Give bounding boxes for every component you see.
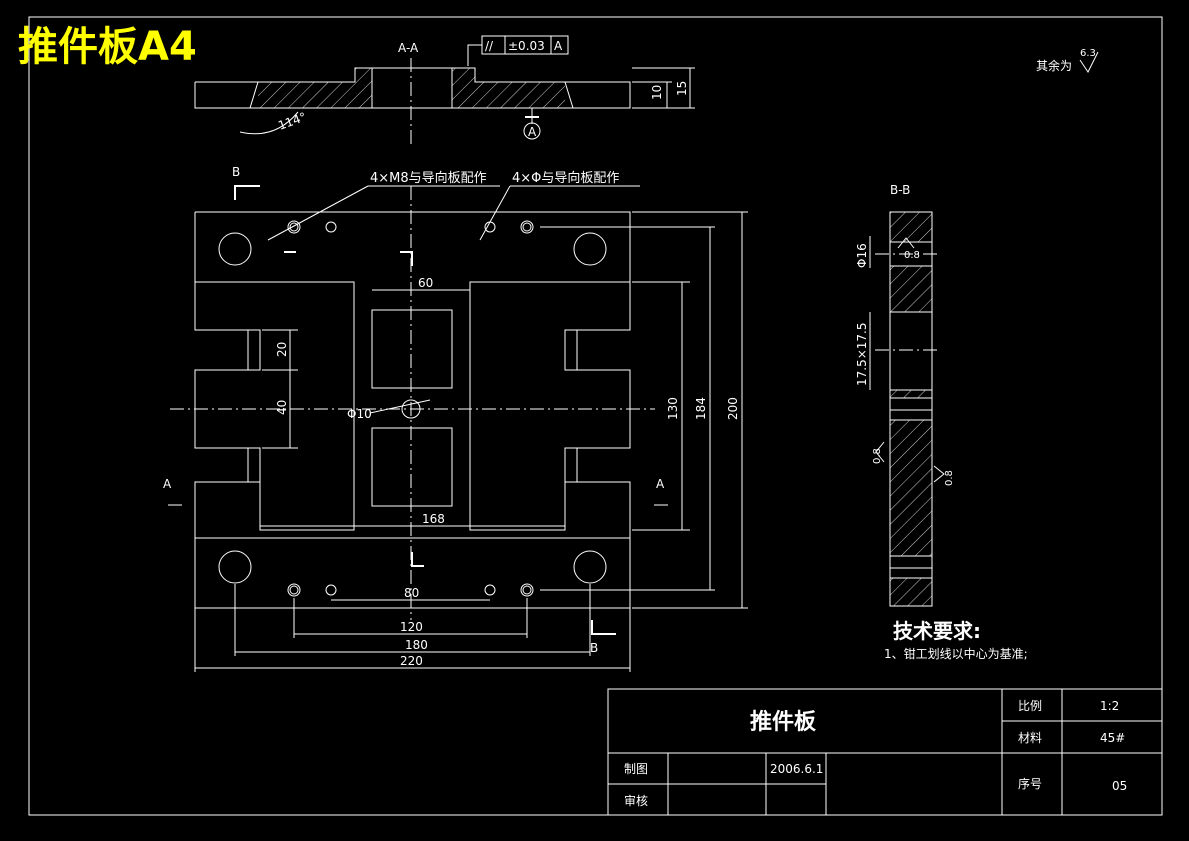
dim-80: 80: [404, 586, 419, 600]
scale-label: 比例: [1018, 699, 1042, 713]
callout-holes: 4×Φ与导向板配作: [512, 170, 619, 186]
dim-60: 60: [418, 276, 433, 290]
tol-datum: A: [554, 39, 563, 53]
dim-angle: 114°: [276, 110, 308, 133]
dim-20: 20: [275, 342, 289, 357]
surface-value: 6.3: [1080, 48, 1096, 59]
dim-130: 130: [666, 397, 680, 420]
section-mark-a-left: A: [163, 477, 172, 491]
section-mark-b-top: B: [232, 165, 240, 179]
dim-120: 120: [400, 620, 423, 634]
tol-symbol: //: [485, 39, 494, 53]
dim-phi16: Φ16: [855, 243, 869, 268]
material-label: 材料: [1018, 731, 1042, 745]
scale-value: 1:2: [1100, 699, 1119, 713]
section-mark-b-bottom: B: [590, 641, 598, 655]
requirements-item1: 1、钳工划线以中心为基准;: [884, 646, 1028, 661]
sheet-title: 推件板A4: [18, 24, 197, 70]
tol-value: ±0.03: [508, 39, 545, 53]
callout-tapped: 4×M8与导向板配作: [370, 170, 487, 186]
datum-a: A: [528, 125, 537, 139]
surface-bb-right: 0.8: [944, 470, 955, 486]
dim-h15: 15: [675, 81, 689, 96]
sheet-border: [28, 16, 1163, 816]
dim-phi10: Φ10: [347, 407, 372, 421]
dim-200: 200: [726, 397, 740, 420]
dim-slot: 17.5×17.5: [855, 323, 869, 387]
plan-view: Φ10 4×M8与导向板配作 4×Φ与导向板配作 B B A A: [163, 165, 748, 672]
dim-184: 184: [694, 397, 708, 420]
dim-180: 180: [405, 638, 428, 652]
section-bb-label: B-B: [890, 183, 910, 197]
requirements-heading: 技术要求:: [893, 619, 981, 643]
number-value: 05: [1112, 779, 1127, 793]
section-mark-a-right: A: [656, 477, 665, 491]
material-value: 45#: [1100, 731, 1125, 745]
drawn-date: 2006.6.1: [770, 762, 823, 776]
dim-h10: 10: [650, 85, 664, 100]
section-bb-view: B-B Φ16 17.5×17.5 0.8 0.8 0.8: [855, 183, 955, 607]
title-block: 推件板 比例 1:2 材料 45# 制图 2006.6.1 审核 序号 05: [607, 688, 1163, 816]
dim-168: 168: [422, 512, 445, 526]
part-name: 推件板: [750, 710, 817, 735]
surface-note: 其余为: [1036, 58, 1072, 73]
section-aa-label: A-A: [398, 41, 419, 55]
checked-label: 审核: [624, 793, 648, 808]
surface-bb-left: 0.8: [872, 448, 883, 464]
dim-220: 220: [400, 654, 423, 668]
drawn-label: 制图: [624, 762, 648, 776]
number-label: 序号: [1018, 776, 1042, 791]
section-aa-view: A-A 114° 10 15 // ±0.03 A A: [194, 35, 695, 145]
surface-bb-top: 0.8: [904, 250, 920, 261]
dim-40: 40: [275, 400, 289, 415]
